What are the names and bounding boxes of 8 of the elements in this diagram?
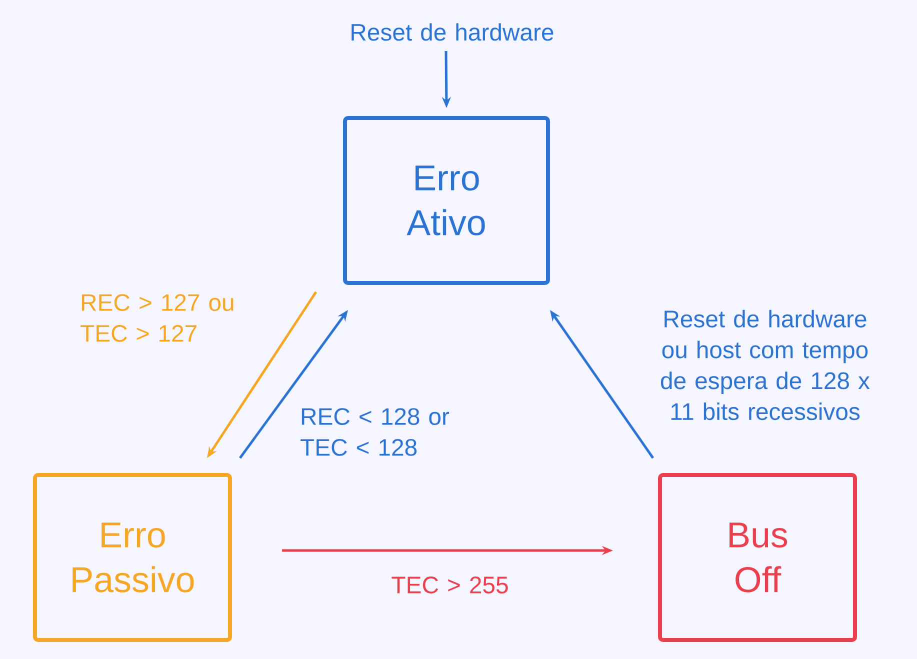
trigger-text: Reset de hardware	[352, 23, 554, 41]
state-box: Erro Passivo	[33, 473, 232, 642]
edge-label: Reset de hardware ou host com tempo de espera de 128 x 11 bits recessivos	[661, 310, 870, 420]
edge-label: REC > 127 ou TEC > 127	[80, 294, 234, 342]
edge-label: TEC > 255	[392, 576, 508, 594]
state-box: Bus Off	[658, 473, 857, 642]
edge-label: REC < 128 or TEC < 128	[300, 408, 450, 456]
state-box: Erro Ativo	[343, 116, 550, 285]
